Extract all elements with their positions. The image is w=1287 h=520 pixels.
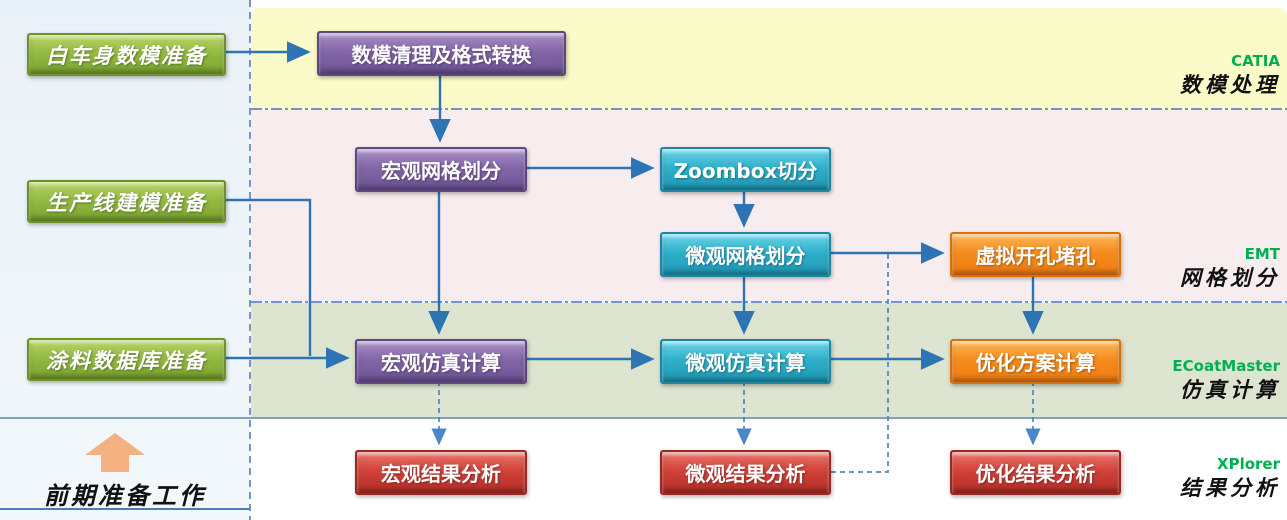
node-biw-data-prep: 白车身数模准备 — [27, 33, 226, 76]
phase-name: 网格划分 — [1180, 265, 1280, 290]
node-model-cleanup: 数模清理及格式转换 — [317, 31, 566, 76]
node-micro-result-analysis: 微观结果分析 — [660, 450, 831, 495]
tool-name: XPlorer — [1217, 455, 1280, 473]
node-macro-simulation: 宏观仿真计算 — [355, 339, 527, 384]
node-virtual-holes: 虚拟开孔堵孔 — [950, 232, 1121, 277]
stage-label-emt: EMT 网格划分 — [1180, 245, 1280, 291]
node-production-line-prep: 生产线建模准备 — [27, 180, 226, 223]
node-macro-meshing: 宏观网格划分 — [355, 147, 527, 192]
preparation-panel — [0, 0, 250, 520]
node-micro-simulation: 微观仿真计算 — [660, 339, 831, 384]
stage-label-xplorer: XPlorer 结果分析 — [1180, 455, 1280, 501]
node-paint-database-prep: 涂料数据库准备 — [27, 338, 226, 381]
phase-name: 结果分析 — [1180, 475, 1280, 500]
phase-name: 仿真计算 — [1180, 377, 1280, 402]
tool-name: ECoatMaster — [1172, 357, 1280, 375]
stage-label-ecoatmaster: ECoatMaster 仿真计算 — [1172, 357, 1280, 403]
tool-name: CATIA — [1231, 52, 1280, 70]
prep-footer-label: 前期准备工作 — [44, 481, 206, 510]
phase-name: 数模处理 — [1180, 72, 1280, 97]
node-optimization-simulation: 优化方案计算 — [950, 339, 1121, 384]
node-micro-meshing: 微观网格划分 — [660, 232, 831, 277]
stage-label-catia: CATIA 数模处理 — [1180, 52, 1280, 98]
node-optimization-result-analysis: 优化结果分析 — [950, 450, 1121, 495]
tool-name: EMT — [1244, 245, 1280, 263]
node-macro-result-analysis: 宏观结果分析 — [355, 450, 527, 495]
node-zoombox-split: Zoombox切分 — [660, 147, 831, 192]
